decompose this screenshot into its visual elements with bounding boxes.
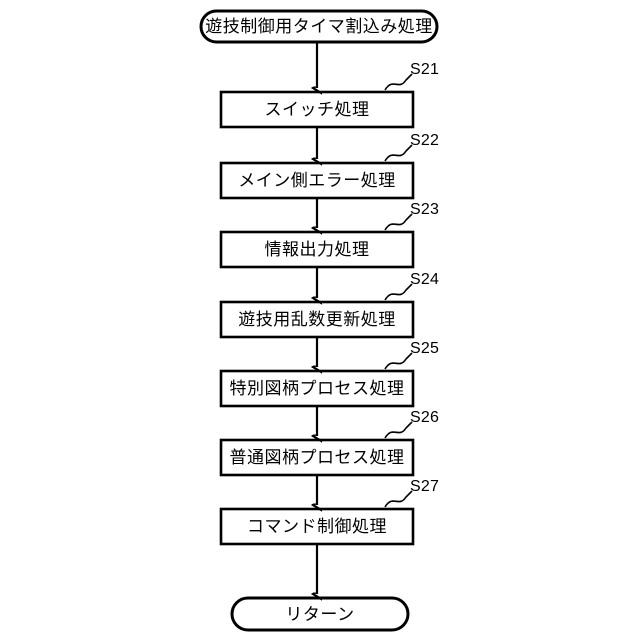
start-terminator-shape: [199, 9, 439, 44]
process-label-s27: コマンド制御処理: [247, 517, 387, 536]
leader-line-s21: [384, 73, 413, 91]
leader-line-s23: [384, 213, 413, 231]
process-box-s27: [219, 507, 415, 546]
start-terminator-label: 遊技制御用タイマ割込み処理: [205, 17, 433, 36]
leader-line-s25: [384, 352, 413, 370]
leader-line-s24: [384, 283, 413, 301]
end-terminator-label: リターン: [285, 604, 355, 624]
process-label-s21: スイッチ処理: [264, 100, 370, 119]
process-box-s23: [219, 230, 415, 269]
process-label-s26: 普通図柄プロセス処理: [229, 448, 405, 467]
step-id-s27: S27: [410, 478, 440, 495]
step-id-s25: S25: [410, 340, 440, 357]
step-id-s23: S23: [410, 201, 440, 218]
process-label-s24: 遊技用乱数更新処理: [238, 310, 396, 329]
process-label-s25: 特別図柄プロセス処理: [229, 379, 405, 398]
step-id-s22: S22: [410, 132, 440, 149]
step-id-s24: S24: [410, 271, 440, 288]
process-label-s22: メイン側エラー処理: [238, 171, 396, 190]
leader-line-s22: [384, 144, 413, 162]
process-label-s23: 情報出力処理: [264, 240, 370, 259]
process-box-s21: [219, 90, 415, 129]
leader-line-s26: [384, 421, 413, 439]
step-id-s21: S21: [410, 61, 440, 78]
leader-line-s27: [384, 490, 413, 508]
step-id-s26: S26: [410, 409, 440, 426]
